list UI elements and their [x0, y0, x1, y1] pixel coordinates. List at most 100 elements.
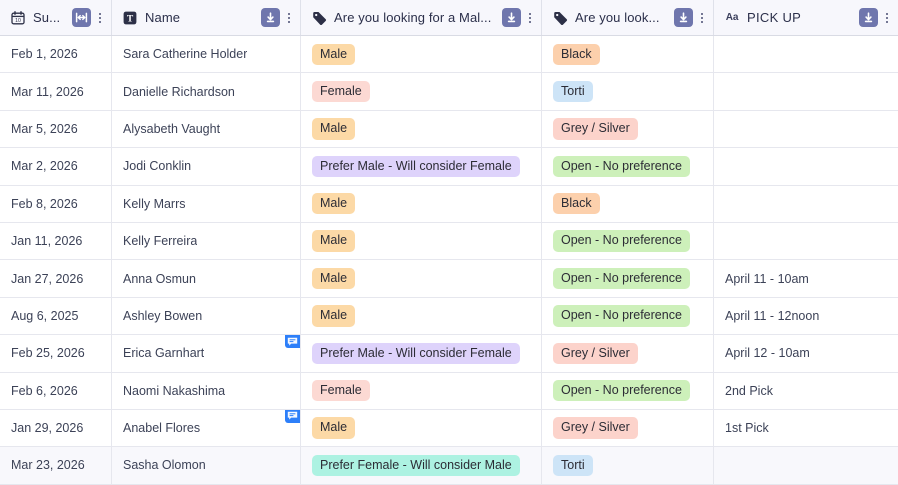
- cell-gender-preference[interactable]: Prefer Male - Will consider Female: [301, 335, 542, 372]
- cell-gender-preference[interactable]: Male: [301, 260, 542, 297]
- cell-submitted-date[interactable]: Aug 6, 2025: [0, 297, 112, 335]
- cell-color-preference[interactable]: Open - No preference: [542, 372, 714, 409]
- sort-icon[interactable]: [674, 8, 693, 27]
- cell-name[interactable]: Jodi Conklin: [112, 148, 301, 185]
- sort-icon[interactable]: [261, 8, 280, 27]
- cell-pickup[interactable]: April 12 - 10am: [714, 335, 898, 371]
- cell-submitted-date[interactable]: Jan 27, 2026: [0, 260, 112, 297]
- cell-gender-preference[interactable]: Male: [301, 185, 542, 222]
- cell-color-preference[interactable]: Black: [542, 185, 714, 222]
- column-menu-icon[interactable]: [695, 8, 709, 28]
- cell-gender-preference[interactable]: Male: [301, 297, 542, 335]
- cell-color-preference[interactable]: Open - No preference: [542, 297, 714, 335]
- cell-submitted-date[interactable]: Mar 23, 2026: [0, 447, 112, 484]
- column-menu-icon[interactable]: [880, 8, 894, 28]
- cell-name[interactable]: Anna Osmun: [112, 260, 301, 297]
- column-header-label: PICK UP: [747, 10, 802, 25]
- cell-name[interactable]: Erica Garnhart: [112, 335, 301, 372]
- cell-color-preference[interactable]: Grey / Silver: [542, 335, 714, 372]
- color-preference-chip: Open - No preference: [553, 155, 690, 178]
- cell-color-preference[interactable]: Open - No preference: [542, 260, 714, 297]
- cell-name[interactable]: Kelly Ferreira: [112, 222, 301, 260]
- cell-color-preference[interactable]: Torti: [542, 73, 714, 110]
- cell-name[interactable]: Anabel Flores: [112, 409, 301, 447]
- cell-name[interactable]: Ashley Bowen: [112, 297, 301, 335]
- cell-submitted-date[interactable]: Jan 29, 2026: [0, 409, 112, 447]
- comment-icon[interactable]: [285, 335, 300, 349]
- column-header-3[interactable]: Are you look...: [542, 0, 714, 35]
- cell-submitted-date[interactable]: Mar 5, 2026: [0, 110, 112, 148]
- cell-name[interactable]: Naomi Nakashima: [112, 372, 301, 409]
- cell-color-preference[interactable]: Grey / Silver: [542, 110, 714, 148]
- gender-preference-chip: Male: [312, 417, 356, 439]
- column-header-actions: [674, 8, 709, 28]
- cell-submitted-date[interactable]: Feb 25, 2026: [0, 335, 112, 372]
- cell-pickup[interactable]: [714, 73, 898, 109]
- color-preference-chip: Black: [553, 43, 600, 65]
- cell-submitted-date[interactable]: Feb 6, 2026: [0, 372, 112, 409]
- cell-pickup[interactable]: [714, 148, 898, 184]
- cell-color-preference[interactable]: Open - No preference: [542, 222, 714, 260]
- cell-gender-preference[interactable]: Prefer Female - Will consider Male: [301, 447, 542, 484]
- cell-submitted-date[interactable]: Mar 11, 2026: [0, 73, 112, 110]
- column-menu-icon[interactable]: [282, 8, 296, 28]
- cell-pickup[interactable]: [714, 223, 898, 259]
- cell-color-preference[interactable]: Torti: [542, 447, 714, 484]
- cell-gender-preference[interactable]: Male: [301, 222, 542, 260]
- cell-pickup[interactable]: April 11 - 12noon: [714, 298, 898, 334]
- cell-gender-preference[interactable]: Prefer Male - Will consider Female: [301, 148, 542, 185]
- cell-pickup[interactable]: [714, 36, 898, 72]
- column-menu-icon[interactable]: [93, 8, 107, 28]
- cell-pickup[interactable]: [714, 447, 898, 483]
- cell-name[interactable]: Kelly Marrs: [112, 185, 301, 222]
- submitted-date-value: Feb 8, 2026: [11, 196, 78, 211]
- sort-icon[interactable]: [502, 8, 521, 27]
- submitted-date-value: Mar 23, 2026: [11, 458, 85, 473]
- cell-pickup[interactable]: 1st Pick: [714, 410, 898, 446]
- cell-submitted-date[interactable]: Feb 1, 2026: [0, 36, 112, 73]
- cell-gender-preference[interactable]: Male: [301, 409, 542, 447]
- cell-name[interactable]: Danielle Richardson: [112, 73, 301, 110]
- fit-width-icon[interactable]: [72, 8, 91, 27]
- cell-pickup[interactable]: April 11 - 10am: [714, 260, 898, 296]
- submitted-date-value: Feb 25, 2026: [11, 346, 85, 361]
- cell-pickup[interactable]: [714, 186, 898, 222]
- cell-gender-preference[interactable]: Female: [301, 372, 542, 409]
- cell-color-preference[interactable]: Grey / Silver: [542, 409, 714, 447]
- sort-icon[interactable]: [859, 8, 878, 27]
- column-menu-icon[interactable]: [523, 8, 537, 28]
- cell-gender-preference[interactable]: Female: [301, 73, 542, 110]
- calendar-icon: 10: [10, 10, 26, 26]
- cell-name[interactable]: Alysabeth Vaught: [112, 110, 301, 148]
- cell-gender-preference[interactable]: Male: [301, 36, 542, 73]
- cell-name[interactable]: Sasha Olomon: [112, 447, 301, 484]
- cell-submitted-date[interactable]: Mar 2, 2026: [0, 148, 112, 185]
- cell-submitted-date[interactable]: Feb 8, 2026: [0, 185, 112, 222]
- cell-name[interactable]: Sara Catherine Holder: [112, 36, 301, 73]
- submitted-date-value: Mar 2, 2026: [11, 159, 78, 174]
- cell-pickup[interactable]: 2nd Pick: [714, 373, 898, 409]
- cell-pickup[interactable]: [714, 111, 898, 147]
- column-header-2[interactable]: Are you looking for a Mal...: [301, 0, 542, 35]
- cell-color-preference[interactable]: Black: [542, 36, 714, 73]
- cell-gender-preference[interactable]: Male: [301, 110, 542, 148]
- cell-color-preference[interactable]: Open - No preference: [542, 148, 714, 185]
- cell-submitted-date[interactable]: Jan 11, 2026: [0, 222, 112, 260]
- comment-icon[interactable]: [285, 409, 300, 423]
